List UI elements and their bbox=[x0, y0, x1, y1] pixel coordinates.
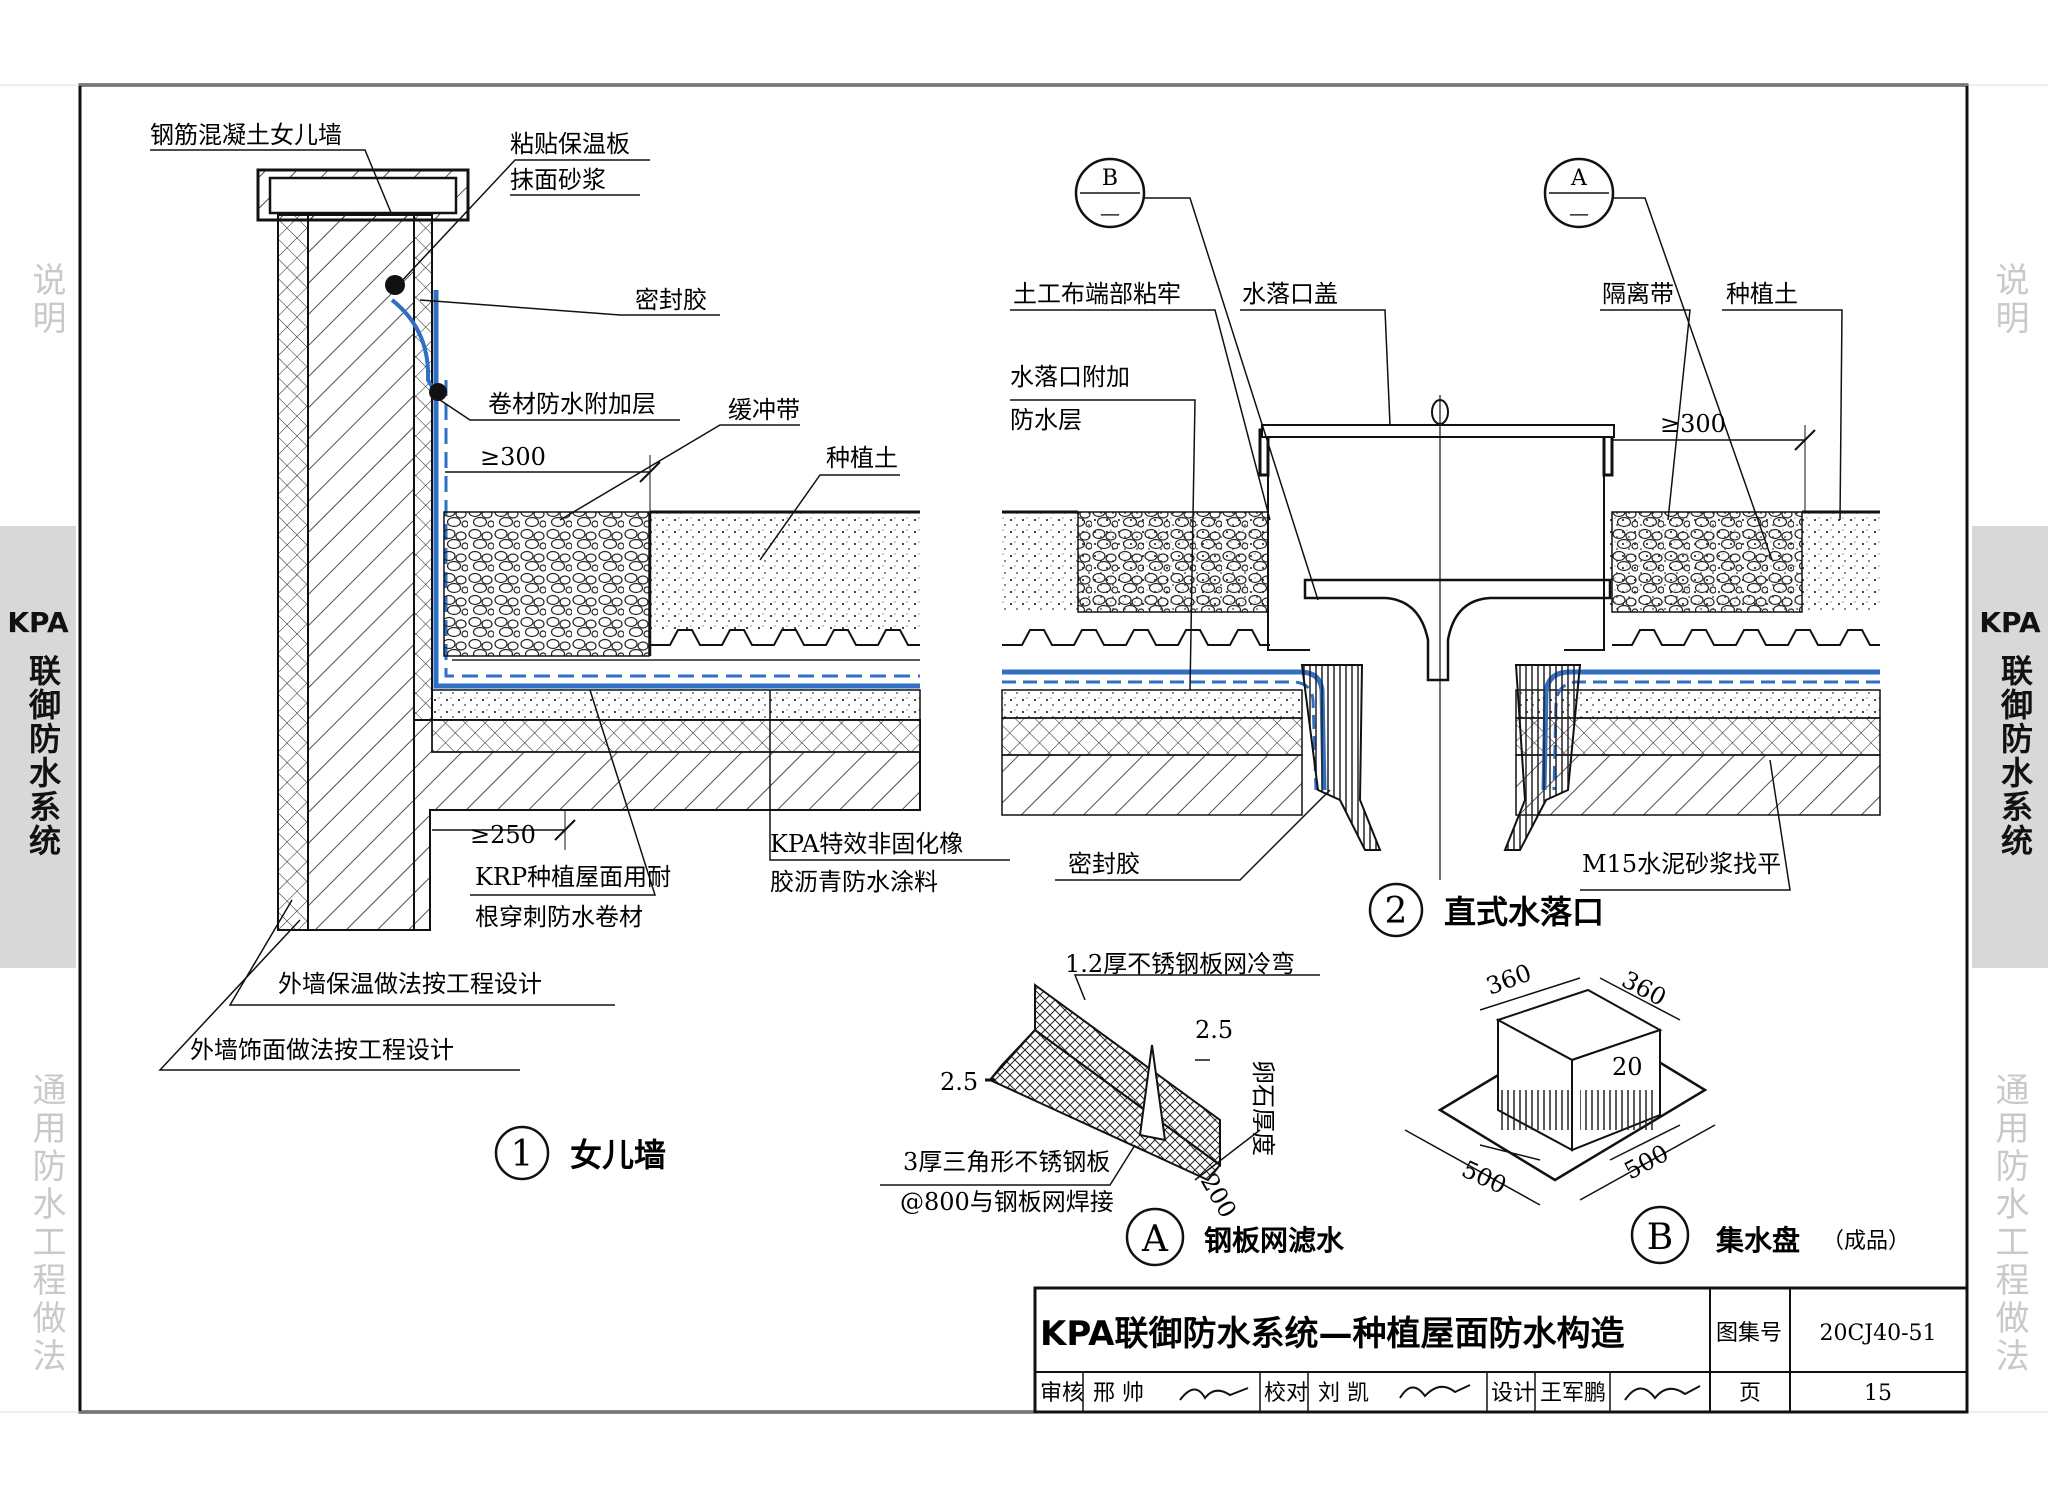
label-drain-add-2: 防水层 bbox=[1010, 406, 1082, 434]
label-geotextile: 土工布端部粘牢 bbox=[1013, 280, 1181, 308]
detail-1-number-circle bbox=[494, 1125, 550, 1181]
detail-a-mesh-filter: 1.2厚不锈钢板网冷弯 2.5 2.5 卵石厚度 200 3厚三角形不锈钢板 @… bbox=[880, 950, 1345, 1267]
detail-1-number: 1 bbox=[511, 1134, 534, 1175]
label-planting-soil: 种植土 bbox=[826, 444, 898, 472]
label-parapet: 钢筋混凝土女儿墙 bbox=[150, 121, 342, 149]
checker-name: 刘 凯 bbox=[1318, 1381, 1369, 1406]
design-label: 设计 bbox=[1491, 1381, 1535, 1406]
detail-b-tray: 360 360 20 500 500 B 集水盘 （成品） bbox=[1404, 959, 1910, 1265]
tab-kpa-code: KPA bbox=[1979, 606, 2041, 639]
label-plate-2: @800与钢板网焊接 bbox=[900, 1188, 1114, 1216]
label-mesh: 1.2厚不锈钢板网冷弯 bbox=[1065, 950, 1295, 978]
atlas-number: 20CJ40-51 bbox=[1819, 1321, 1936, 1346]
tab-general-right[interactable]: 通用防水工程做法 bbox=[1989, 1072, 2029, 1376]
designer-signature bbox=[1624, 1385, 1701, 1401]
label-ext-finish: 外墙饰面做法按工程设计 bbox=[190, 1036, 454, 1064]
label-planting-soil-2: 种植土 bbox=[1726, 280, 1798, 308]
sheet-title: KPA联御防水系统—种植屋面防水构造 bbox=[1040, 1314, 1624, 1354]
label-membrane-2: 根穿刺防水卷材 bbox=[475, 903, 643, 931]
tab-kpa-name: 联御防水系统 bbox=[1996, 654, 2034, 858]
page-number: 15 bbox=[1864, 1381, 1892, 1406]
tab-kpa-name: 联御防水系统 bbox=[24, 654, 62, 858]
label-insulation-board: 粘贴保温板 bbox=[510, 130, 630, 158]
atlas-label: 图集号 bbox=[1716, 1321, 1782, 1346]
tab-general-left[interactable]: 通用防水工程做法 bbox=[26, 1072, 66, 1376]
detail-a-title: 钢板网滤水 bbox=[1204, 1224, 1345, 1257]
checker-signature bbox=[1399, 1384, 1471, 1399]
reviewer-name: 邢 帅 bbox=[1093, 1381, 1144, 1406]
slab-left bbox=[1001, 754, 1303, 816]
dim-500-a: 500 bbox=[1457, 1155, 1510, 1200]
detail-2-number-circle bbox=[1368, 882, 1424, 938]
detail-1-title: 女儿墙 bbox=[570, 1136, 666, 1174]
callout-a-dash: — bbox=[1569, 201, 1589, 225]
label-plaster-mortar: 抹面砂浆 bbox=[510, 166, 606, 194]
dim-300-2: ≥300 bbox=[1660, 410, 1726, 438]
detail-b-letter-circle bbox=[1630, 1205, 1690, 1265]
dim-2-5-a: 2.5 bbox=[1195, 1016, 1233, 1044]
label-pebble-thickness: 卵石厚度 bbox=[1249, 1060, 1277, 1156]
callout-b-dash: — bbox=[1100, 201, 1120, 225]
tab-notes-right[interactable]: 说明 bbox=[1989, 262, 2029, 338]
label-drain-cover: 水落口盖 bbox=[1242, 280, 1338, 308]
leveling-layer bbox=[431, 689, 921, 721]
page-label: 页 bbox=[1739, 1381, 1761, 1406]
label-plate-1: 3厚三角形不锈钢板 bbox=[903, 1148, 1110, 1176]
tab-kpa-left[interactable]: KPA 联御防水系统 bbox=[0, 526, 76, 968]
label-sealant: 密封胶 bbox=[635, 286, 707, 314]
detail-a-letter: A bbox=[1141, 1219, 1169, 1260]
planting-soil-fill bbox=[650, 512, 920, 630]
label-isolation: 隔离带 bbox=[1602, 280, 1674, 308]
drain-grate bbox=[1303, 578, 1612, 682]
dim-360-b: 360 bbox=[1617, 966, 1671, 1012]
label-coating-1: KPA特效非固化橡 bbox=[770, 830, 963, 858]
detail-b-subtitle: （成品） bbox=[1822, 1229, 1910, 1254]
exterior-insulation bbox=[277, 214, 309, 931]
designer-name: 王军鹏 bbox=[1540, 1381, 1606, 1406]
detail-1-parapet: 钢筋混凝土女儿墙 粘贴保温板 抹面砂浆 密封胶 卷材防水附加层 缓冲带 种植土 … bbox=[150, 121, 1010, 1181]
callout-b bbox=[1074, 157, 1146, 229]
dim-500-b: 500 bbox=[1620, 1139, 1674, 1185]
reviewer-signature bbox=[1179, 1387, 1249, 1401]
title-block: KPA联御防水系统—种植屋面防水构造 图集号 20CJ40-51 审核 邢 帅 … bbox=[1033, 1286, 1969, 1414]
label-additional-layer: 卷材防水附加层 bbox=[488, 390, 656, 418]
detail-b-title: 集水盘 bbox=[1715, 1224, 1800, 1257]
dim-300-1: ≥300 bbox=[480, 443, 546, 471]
detail-2-title: 直式水落口 bbox=[1444, 893, 1604, 931]
callout-a bbox=[1543, 157, 1615, 229]
pebble-buffer-strip bbox=[443, 511, 650, 657]
label-sealant-2: 密封胶 bbox=[1068, 850, 1140, 878]
parapet-wall bbox=[307, 214, 415, 931]
tab-kpa-right[interactable]: KPA 联御防水系统 bbox=[1972, 526, 2048, 968]
detail-2-drain: B — A — 土工布端部粘牢 水落口盖 隔离带 种植土 水落口附加 防水层 ≥… bbox=[1001, 157, 1881, 938]
label-ext-insulation: 外墙保温做法按工程设计 bbox=[278, 970, 542, 998]
tab-kpa-code: KPA bbox=[7, 606, 69, 639]
check-label: 校对 bbox=[1264, 1381, 1308, 1406]
label-coating-2: 胶沥青防水涂料 bbox=[770, 868, 938, 896]
tab-notes-left[interactable]: 说明 bbox=[26, 262, 66, 338]
inner-insulation bbox=[413, 214, 433, 721]
review-label: 审核 bbox=[1040, 1381, 1084, 1406]
dim-20: 20 bbox=[1612, 1053, 1643, 1081]
dim-2-5-b: 2.5 bbox=[940, 1068, 978, 1096]
detail-b-letter: B bbox=[1647, 1217, 1673, 1258]
detail-a-letter-circle bbox=[1125, 1207, 1185, 1267]
label-drain-add-1: 水落口附加 bbox=[1010, 363, 1130, 391]
label-membrane-1: KRP种植屋面用耐 bbox=[475, 863, 671, 891]
roof-insulation bbox=[431, 719, 921, 753]
label-buffer-strip: 缓冲带 bbox=[728, 396, 800, 424]
callout-a-letter: A bbox=[1570, 166, 1588, 191]
callout-b-letter: B bbox=[1102, 166, 1118, 191]
label-mortar: M15水泥砂浆找平 bbox=[1582, 850, 1781, 878]
dim-250: ≥250 bbox=[470, 821, 536, 849]
detail-2-number: 2 bbox=[1385, 891, 1408, 932]
